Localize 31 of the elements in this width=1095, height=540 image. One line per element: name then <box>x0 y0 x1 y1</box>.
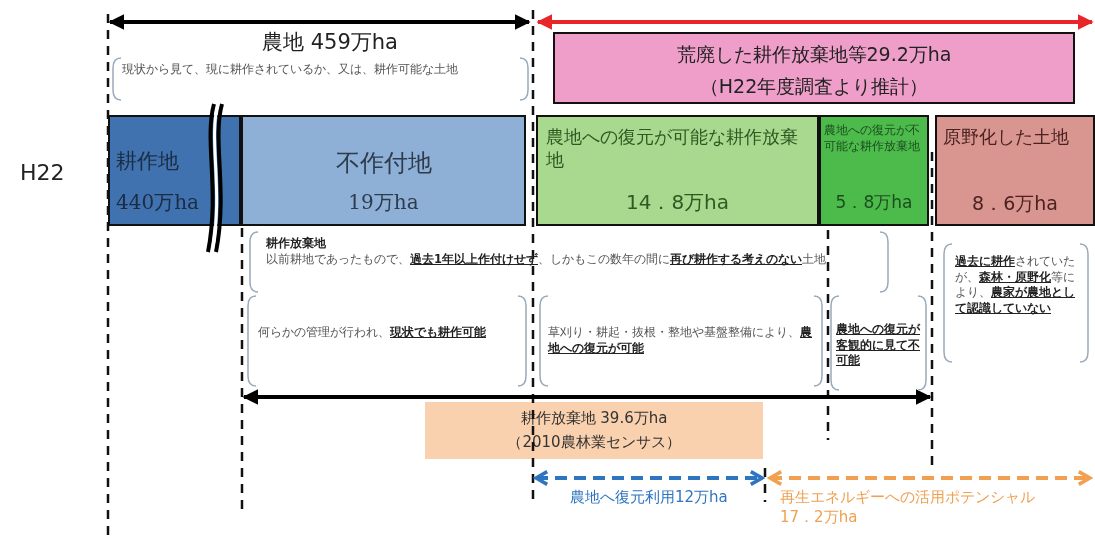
category-box <box>425 402 763 459</box>
category-box <box>935 115 1095 226</box>
note: 過去に耕作されていたが、森林・原野化等により、農家が農地として認識していない <box>955 254 1076 317</box>
box-label: 耕作地 <box>116 148 179 175</box>
box-label: 不作付地 <box>334 148 433 179</box>
note: 現状から見て、現に耕作されているか、又は、耕作可能な土地 <box>122 62 459 78</box>
category-box <box>108 115 241 226</box>
note: 草刈り・耕起・抜根・整地や基盤整備により、農地への復元が可能 <box>548 325 813 357</box>
box-label: 農地への復元が可能な耕作放棄地 <box>546 125 799 172</box>
note: 農地への復元が客観的に見て不可能 <box>836 322 922 369</box>
dimension-label: 農地 459万ha <box>261 29 399 56</box>
dimension-label: 農地へ復元利用12万ha <box>570 488 729 508</box>
category-box <box>241 115 526 226</box>
category-box <box>819 115 929 226</box>
category-box <box>553 32 1075 104</box>
area-value: 14．8万ha <box>624 189 731 216</box>
area-value: （H22年度調査より推計） <box>698 74 930 99</box>
category-box <box>536 115 819 226</box>
note: 何らかの管理が行われ、現状でも耕作可能 <box>258 325 487 341</box>
box-label: 農地への復元が不可能な耕作放棄地 <box>824 123 920 155</box>
note-heading: 耕作放棄地 <box>266 236 327 252</box>
area-value: 8．6万ha <box>971 191 1059 216</box>
area-value: 440万ha <box>116 189 199 216</box>
box-label: 荒廃した耕作放棄地等29.2万ha <box>675 42 953 67</box>
area-value: 19万ha <box>347 189 420 216</box>
box-label: 原野化した土地 <box>943 125 1069 149</box>
dimension-label: 再生エネルギーへの活用ポテンシャル 17．2万ha <box>780 488 1036 527</box>
area-value: 5．8万ha <box>834 191 914 214</box>
note: 以前耕地であったもので、過去1年以上作付けせず、しかもこの数年の間に再び耕作する考えのない土地 <box>266 252 827 268</box>
row-label: H22 <box>20 159 66 187</box>
area-value: （2010農林業センサス） <box>506 433 682 452</box>
